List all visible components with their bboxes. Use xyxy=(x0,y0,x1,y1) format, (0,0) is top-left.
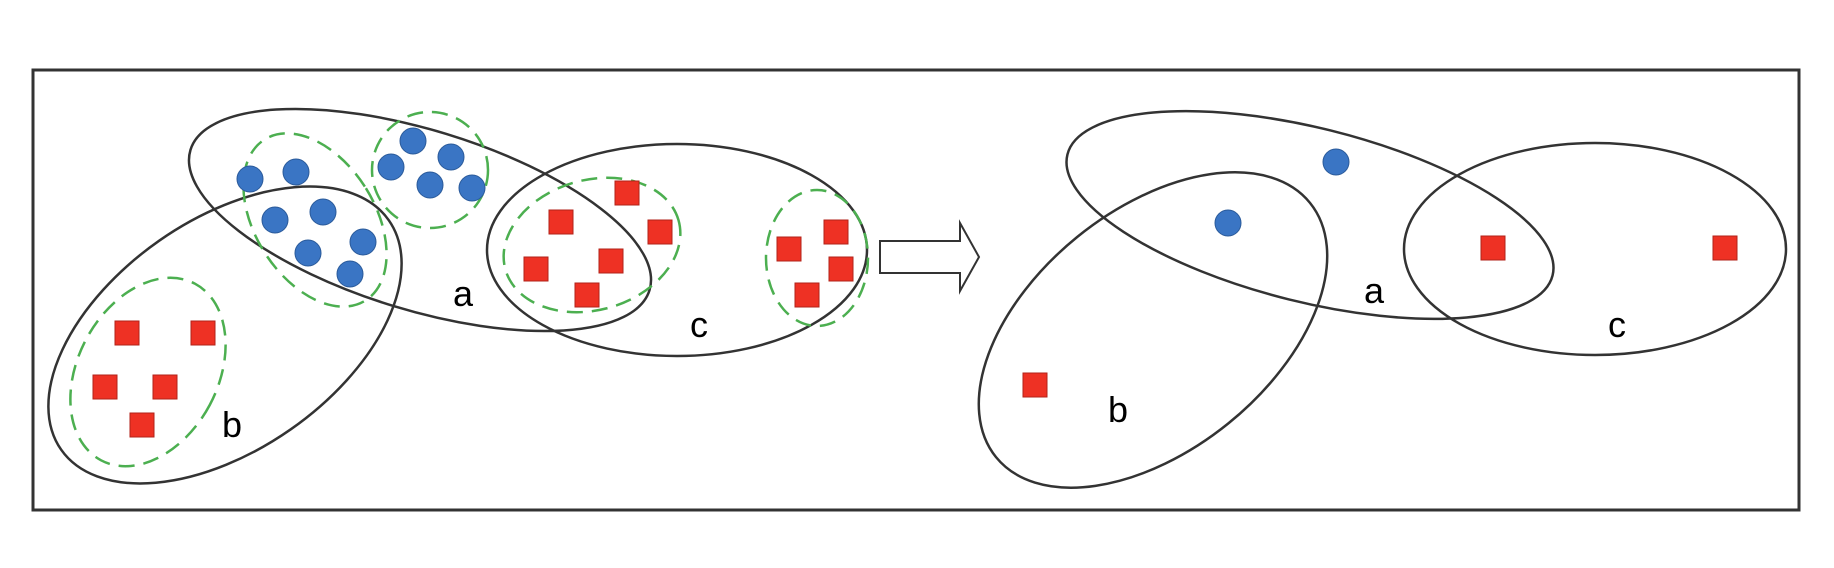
red-square xyxy=(1480,235,1506,261)
right-set-b-ellipse xyxy=(977,171,1329,489)
right-set-a-label: a xyxy=(1364,270,1385,311)
right-panel: a b c xyxy=(977,109,1788,489)
blue-circle xyxy=(236,165,264,193)
left-set-a-ellipse xyxy=(187,107,653,333)
red-square xyxy=(129,412,155,438)
red-square xyxy=(114,320,140,346)
left-set-c-label: c xyxy=(690,304,708,345)
red-square xyxy=(190,320,216,346)
blue-circle xyxy=(1214,209,1242,237)
blue-circle xyxy=(377,153,405,181)
blue-circle xyxy=(282,158,310,186)
red-square xyxy=(92,374,118,400)
blue-circle xyxy=(1322,148,1350,176)
left-panel: a b c xyxy=(47,107,870,485)
red-square xyxy=(794,282,820,308)
left-set-b-label: b xyxy=(222,404,242,445)
red-square xyxy=(1712,235,1738,261)
left-set-a-label: a xyxy=(453,273,474,314)
red-square xyxy=(574,282,600,308)
cluster-red-ac xyxy=(502,176,682,314)
blue-circle xyxy=(336,260,364,288)
right-set-c-label: c xyxy=(1608,304,1626,345)
red-square xyxy=(548,209,574,235)
blue-circle xyxy=(458,174,486,202)
red-square xyxy=(152,374,178,400)
right-set-b-label: b xyxy=(1108,389,1128,430)
red-square xyxy=(776,236,802,262)
red-square xyxy=(823,219,849,245)
blue-circle xyxy=(437,143,465,171)
diagram-frame xyxy=(31,68,1801,512)
red-square xyxy=(614,180,640,206)
red-square xyxy=(1022,372,1048,398)
blue-circle xyxy=(294,239,322,267)
arrow-shape xyxy=(879,219,981,295)
blue-circle xyxy=(416,171,444,199)
blue-circle xyxy=(261,206,289,234)
cluster-blue-top xyxy=(370,110,490,230)
cluster-red-c xyxy=(764,188,870,328)
right-set-c-ellipse xyxy=(1402,141,1788,357)
cluster-blue-left xyxy=(242,132,388,308)
red-square xyxy=(523,256,549,282)
red-square xyxy=(828,256,854,282)
cluster-red-b xyxy=(69,276,227,468)
left-set-b-ellipse xyxy=(47,185,403,485)
right-set-a-ellipse xyxy=(1065,109,1555,321)
blue-circle xyxy=(349,228,377,256)
left-set-c-ellipse xyxy=(485,142,869,358)
red-square xyxy=(598,248,624,274)
blue-circle xyxy=(399,127,427,155)
right-arrow-icon xyxy=(879,219,981,295)
red-square xyxy=(647,219,673,245)
blue-circle xyxy=(309,198,337,226)
